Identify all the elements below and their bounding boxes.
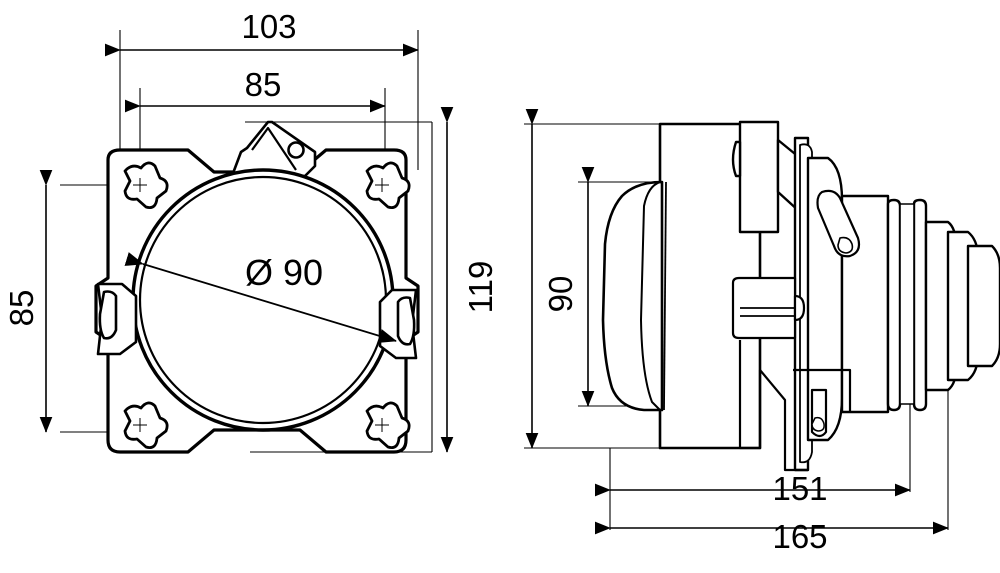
dimension-103-label: 103: [241, 8, 296, 45]
dimension-119: 119: [440, 106, 499, 453]
dimension-151-label: 151: [772, 470, 827, 507]
front-view-group: 103 85 85 119: [3, 8, 499, 454]
dimension-diameter-90-label: Ø 90: [245, 252, 323, 293]
dimension-85-vertical: 85: [3, 169, 53, 433]
dimension-90-side: 90: [542, 166, 595, 407]
lower-clip: [810, 388, 828, 438]
dimension-103: 103: [104, 8, 419, 57]
dimension-151: 151: [594, 470, 911, 507]
lower-step: [738, 340, 852, 472]
dimension-165: 165: [594, 518, 949, 555]
top-center-tab: [230, 120, 317, 178]
dimension-85-horizontal-label: 85: [245, 66, 282, 103]
connector-body: [924, 220, 1000, 392]
dimension-diameter-90: Ø 90: [124, 252, 397, 343]
dimension-85-vertical-label: 85: [3, 290, 40, 327]
dimension-85-horizontal: 85: [124, 66, 386, 113]
dimension-90-side-label: 90: [542, 276, 579, 313]
hole-centermarks: [133, 178, 389, 432]
upper-clip: [816, 189, 861, 258]
connector-ribs: [886, 198, 928, 412]
adjuster-knob: [731, 276, 806, 340]
dimension-165-label: 165: [772, 518, 827, 555]
side-view-group: 90 151 165: [524, 108, 1000, 555]
dimension-119-label: 119: [462, 261, 499, 314]
